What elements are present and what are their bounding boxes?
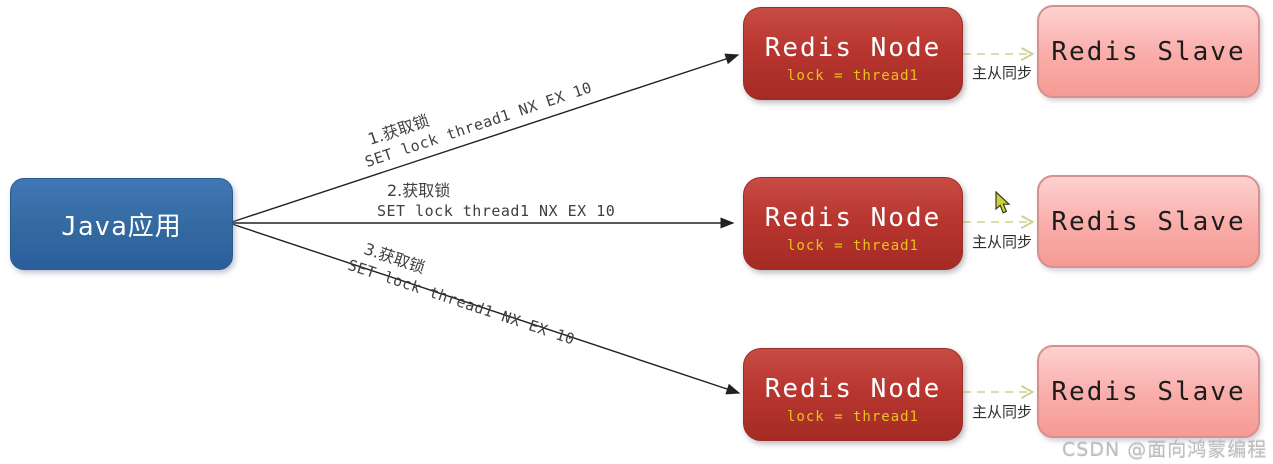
redis-node-1: Redis Node lock = thread1 bbox=[743, 7, 963, 100]
java-app-node: Java应用 bbox=[10, 178, 233, 270]
watermark-text: CSDN @面向鸿蒙编程 bbox=[1062, 439, 1268, 461]
redis-node-title: Redis Node bbox=[764, 203, 942, 233]
redis-node-title: Redis Node bbox=[764, 33, 942, 63]
java-app-label: Java应用 bbox=[61, 211, 182, 242]
redis-node-3: Redis Node lock = thread1 bbox=[743, 348, 963, 441]
redis-slave-title: Redis Slave bbox=[1051, 36, 1246, 67]
lock-value-text: lock = thread1 bbox=[786, 68, 919, 84]
redis-node-2: Redis Node lock = thread1 bbox=[743, 177, 963, 270]
sync-label-2: 主从同步 bbox=[972, 233, 1033, 251]
step-text: 2.获取锁 bbox=[387, 181, 451, 200]
mouse-cursor-icon bbox=[995, 191, 1011, 214]
arrow-java-to-node-3 bbox=[231, 223, 741, 395]
lock-request-label-2: 2.获取锁 SET lock thread1 NX EX 10 bbox=[377, 181, 615, 221]
redis-node-title: Redis Node bbox=[764, 374, 942, 404]
redis-slave-title: Redis Slave bbox=[1051, 376, 1246, 407]
lock-value-text: lock = thread1 bbox=[786, 238, 919, 254]
sync-label-3: 主从同步 bbox=[972, 403, 1033, 421]
command-text: SET lock thread1 NX EX 10 bbox=[377, 202, 616, 220]
sync-label-1: 主从同步 bbox=[972, 64, 1033, 82]
redis-slave-2: Redis Slave bbox=[1037, 175, 1260, 268]
arrow-java-to-node-1 bbox=[231, 53, 740, 223]
redis-slave-title: Redis Slave bbox=[1051, 206, 1246, 237]
lock-value-text: lock = thread1 bbox=[786, 409, 919, 425]
redis-slave-1: Redis Slave bbox=[1037, 5, 1260, 98]
redis-slave-3: Redis Slave bbox=[1037, 345, 1260, 438]
